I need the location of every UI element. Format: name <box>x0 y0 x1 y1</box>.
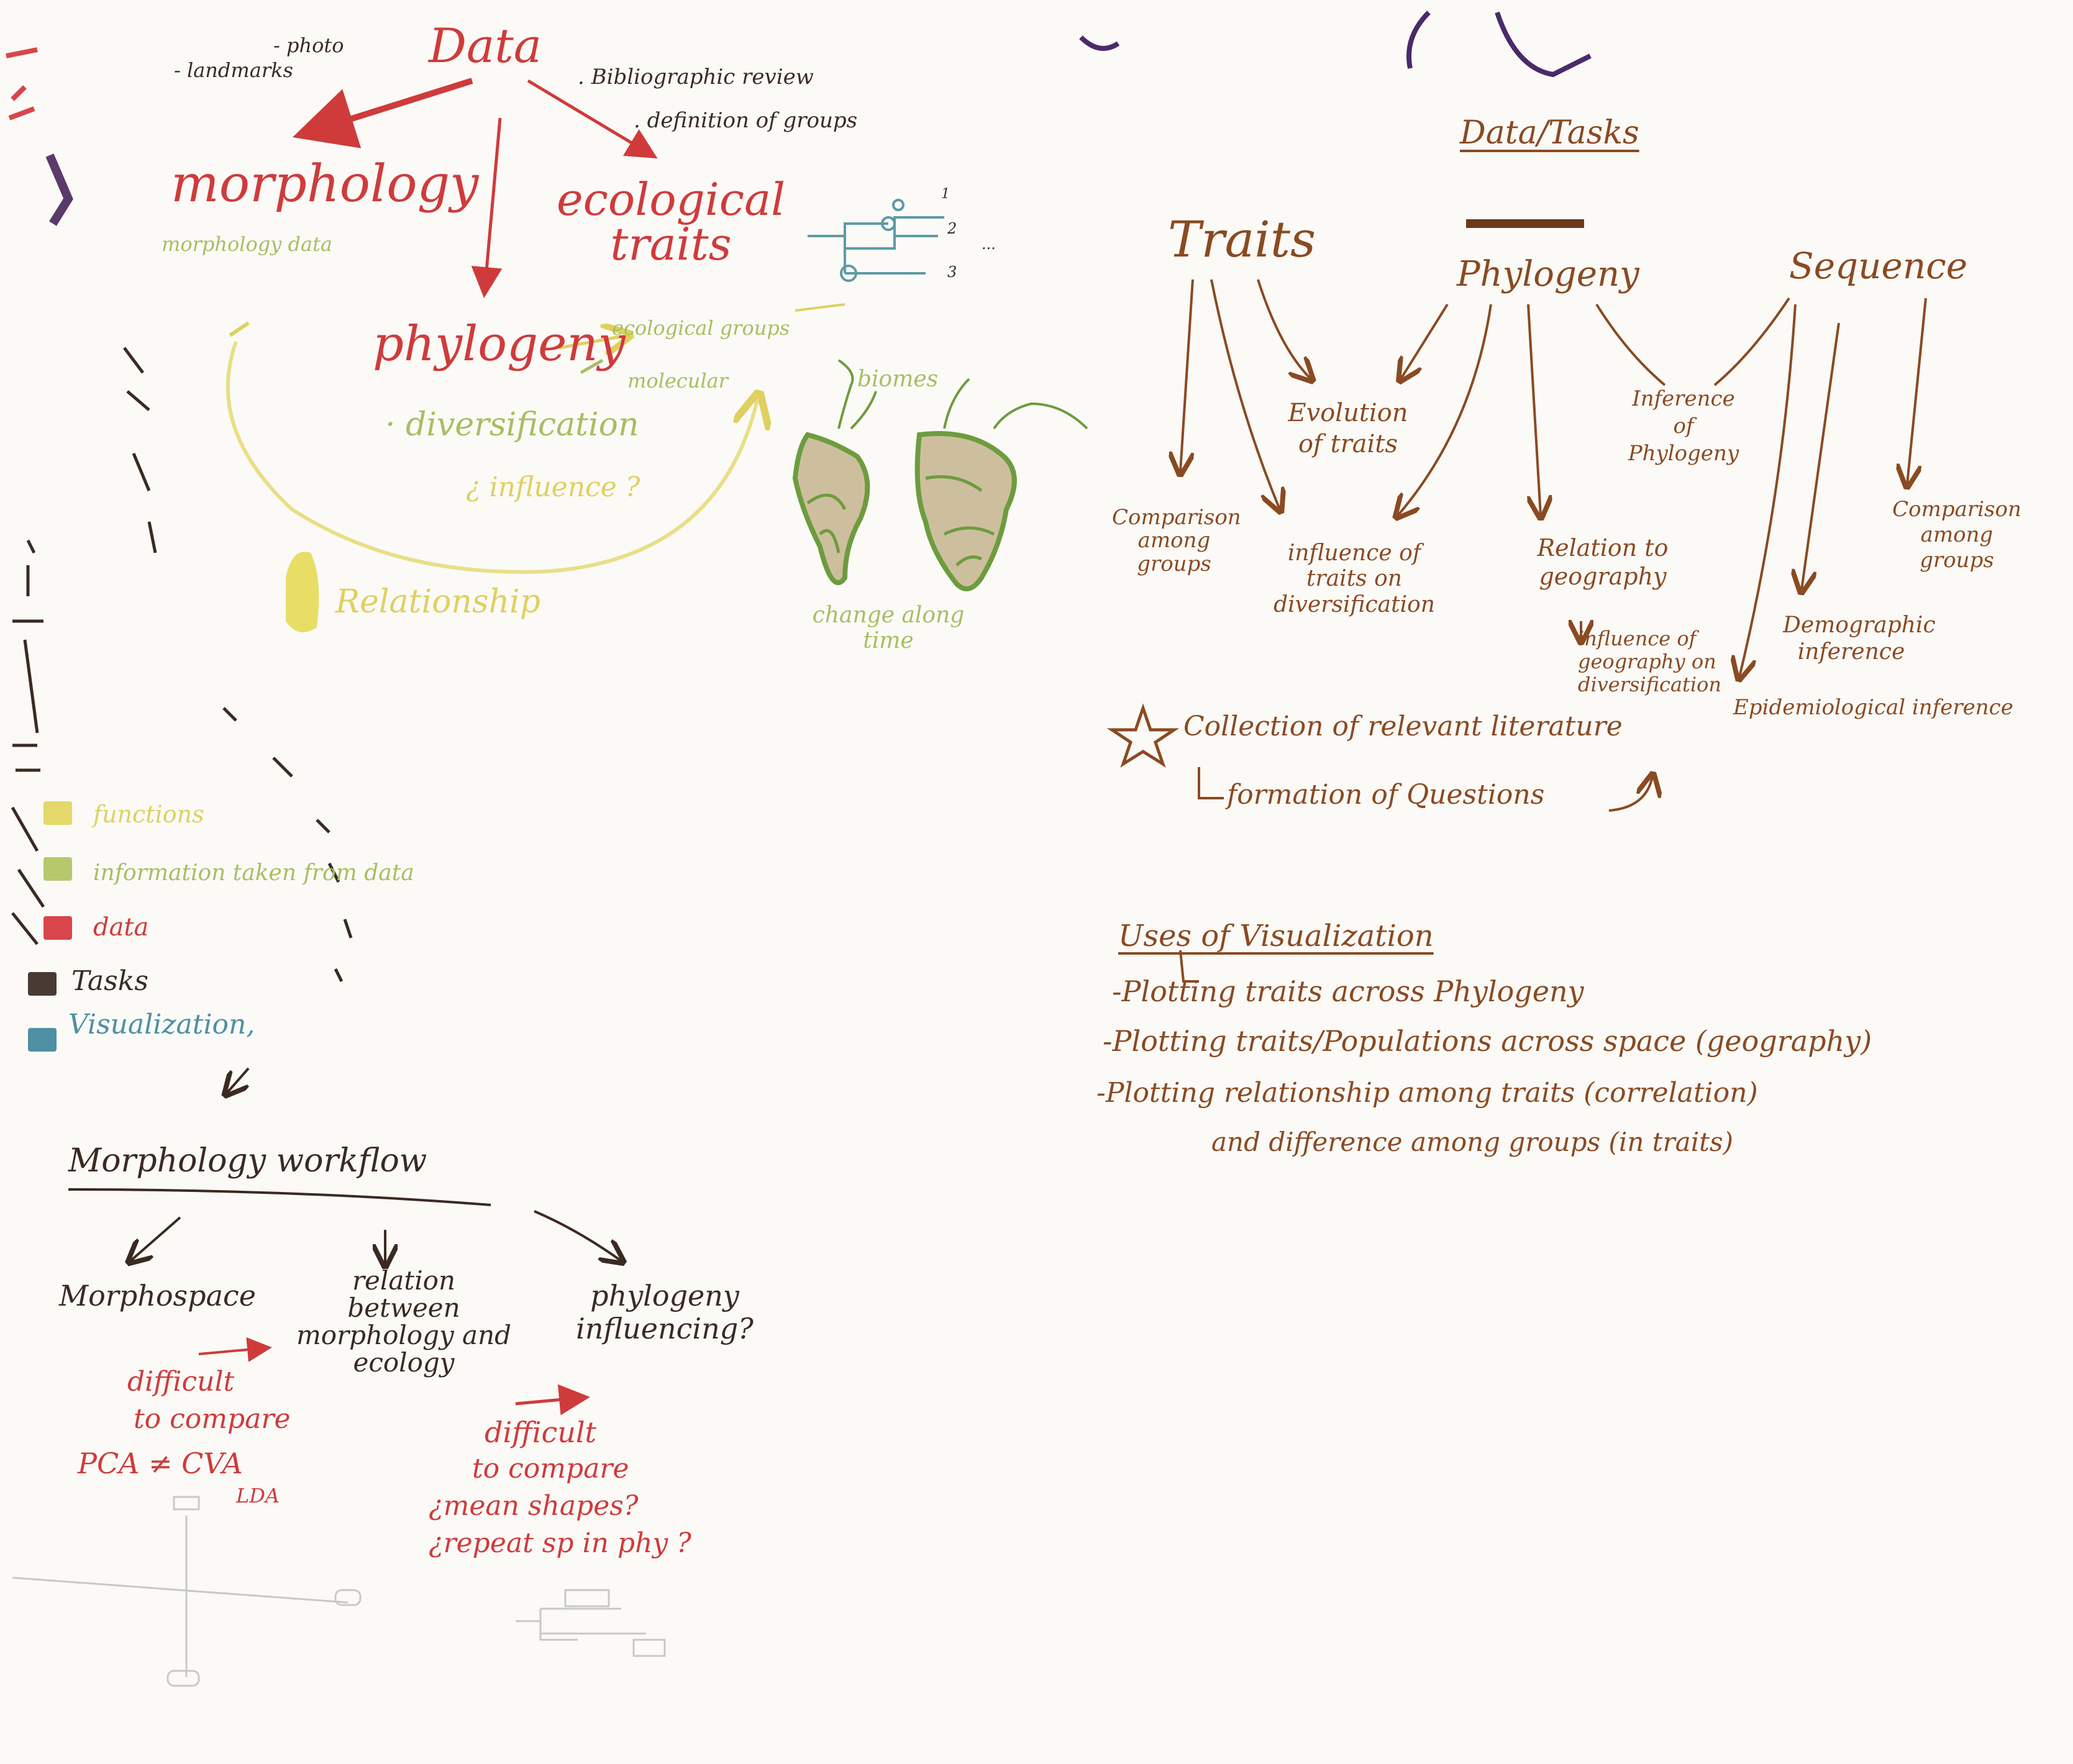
questions-formation: formation of Questions <box>1227 779 1545 811</box>
workflow-branch-phylogeny: phylogeny influencing? <box>576 1279 754 1345</box>
uses-title: Uses of Visualization <box>1118 919 1434 953</box>
star-icon <box>1106 703 1180 768</box>
morphology-label: morphology <box>171 155 479 214</box>
evolution-of-traits: Evolution of traits <box>1288 399 1408 458</box>
legend-swatch-information <box>43 857 72 881</box>
comparison-groups-left: Comparison among groups <box>1112 505 1241 576</box>
note-a-lda: LDA <box>236 1484 280 1507</box>
demographic-inference: Demographic inference <box>1783 612 1936 665</box>
phylogeny-node: Phylogeny <box>1457 254 1639 294</box>
note-a-compare: to compare <box>134 1403 291 1435</box>
edge-scraps <box>6 11 1592 945</box>
legend-swatch-data <box>43 916 72 940</box>
legend-label-functions: functions <box>93 801 204 828</box>
data-note-bibliographic: . Bibliographic review <box>578 65 814 89</box>
relation-to-geography: Relation to geography <box>1537 534 1669 590</box>
note-b-mean-shapes: ¿mean shapes? <box>429 1490 639 1522</box>
note-b-difficult: difficult <box>485 1416 597 1449</box>
ecological-traits-label: ecological traits <box>556 173 786 270</box>
morphology-sub-label: morphology data <box>162 232 332 256</box>
relationship-blob <box>286 552 319 632</box>
data-note-groups: . definition of groups <box>634 108 858 133</box>
workflow-branch-morphospace: Morphospace <box>59 1279 257 1312</box>
ecology-sub-molecular: molecular <box>627 369 728 393</box>
pca-axes-sketch-icon <box>12 1496 666 1687</box>
data-root-label: Data <box>429 18 542 73</box>
tree-label-ellipsis: ... <box>982 235 996 253</box>
legend-label-data: data <box>93 913 149 942</box>
phylogeny-sub-diversification: · diversification <box>385 406 639 443</box>
phylogeny-sub-influence: ¿ influence ? <box>466 471 640 503</box>
literature-collection: Collection of relevant literature <box>1183 711 1623 742</box>
relationship-arc <box>226 340 758 574</box>
ecology-sub-groups: ecological groups <box>612 316 790 340</box>
legend-swatch-tasks <box>28 972 57 996</box>
data-arrows <box>292 78 658 375</box>
tree-label-2: 2 <box>947 220 957 237</box>
influence-geography-diversification: influence of geography on diversificatio… <box>1578 627 1721 696</box>
legend-swatch-visualization <box>28 1028 57 1052</box>
workflow-branch-relation: relation between morphology and ecology <box>296 1265 512 1378</box>
workflow-connectors <box>68 1188 621 1416</box>
uses-item-4: and difference among groups (in traits) <box>1211 1127 1733 1157</box>
relationship-label: Relationship <box>335 583 540 621</box>
tree-label-3: 3 <box>947 263 957 281</box>
traits-node: Traits <box>1168 211 1316 268</box>
data-tasks-title: Data/Tasks <box>1460 114 1639 152</box>
note-a-difficult: difficult <box>127 1366 235 1398</box>
legend-label-visualization: Visualization, <box>68 1009 255 1040</box>
workflow-title: Morphology workflow <box>68 1142 427 1180</box>
tree-label-1: 1 <box>941 186 950 202</box>
note-a-pca-cva: PCA ≠ CVA <box>78 1447 243 1480</box>
legend-label-information: information taken from data <box>93 860 414 886</box>
change-along-time-label: change along time <box>812 602 965 654</box>
data-note-landmarks: - landmarks <box>174 58 293 82</box>
uses-item-1: -Plotting traits across Phylogeny <box>1112 975 1584 1008</box>
influence-traits-diversification: influence of traits on diversification <box>1273 540 1435 617</box>
inference-of-phylogeny: Inference of Phylogeny <box>1628 386 1739 466</box>
tree-sketch-icon <box>808 199 944 282</box>
phylogeny-label: phylogeny <box>373 316 626 372</box>
comparison-groups-right: Comparison among groups <box>1892 497 2021 573</box>
uses-item-2: -Plotting traits/Populations across spac… <box>1103 1024 1872 1058</box>
note-b-repeat-sp: ¿repeat sp in phy ? <box>429 1527 691 1559</box>
sequence-node: Sequence <box>1789 245 1968 287</box>
uses-item-3: -Plotting relationship among traits (cor… <box>1096 1077 1758 1109</box>
task-connectors <box>1180 219 1927 983</box>
legend-label-tasks: Tasks <box>71 965 148 997</box>
legend-swatch-functions <box>43 801 72 825</box>
data-note-photo: - photo <box>273 34 344 57</box>
continent-sketch-icon <box>792 359 1088 591</box>
note-b-compare: to compare <box>472 1453 629 1484</box>
biomes-label: biomes <box>857 366 939 392</box>
epidemiological-inference: Epidemiological inference <box>1733 695 2013 720</box>
